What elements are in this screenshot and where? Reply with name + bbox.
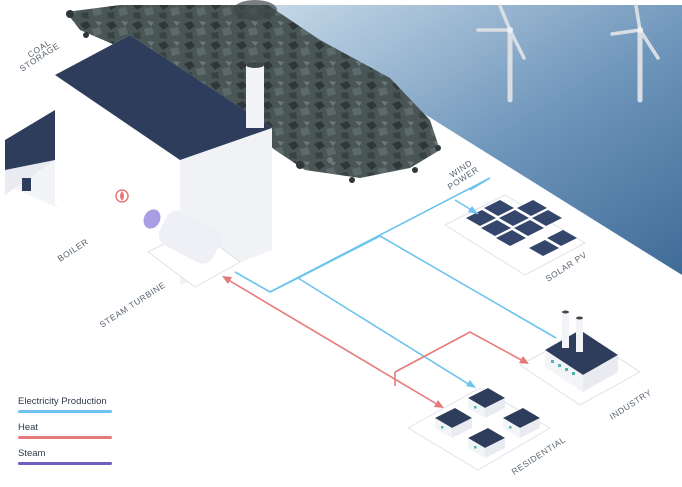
residential-houses [407,387,551,471]
arrow-heat-industry [519,356,529,364]
arrow-electric-residential [466,380,476,388]
arrow-heat-residential [434,400,444,408]
legend-swatch [18,410,112,413]
electricity-lines [234,177,557,386]
industry-building [519,310,641,406]
solar-array [443,194,587,276]
flame-icon [115,189,129,203]
smoke [233,0,277,20]
arrow-heat-turbine [222,276,232,284]
heat-lines [224,277,526,407]
legend-item-electricity: Electricity Production [18,396,148,413]
legend-item-steam: Steam [18,448,148,465]
legend-item-heat: Heat [18,422,148,439]
legend-label: Steam [18,448,46,459]
wind-turbine [610,4,660,103]
legend-swatch [18,436,112,439]
arrow-electric-solar [468,206,478,214]
legend-swatch [18,462,112,465]
legend-label: Heat [18,422,39,433]
power-plant [5,35,272,285]
legend: Electricity Production Heat Steam [18,396,148,474]
steam-turbine [143,209,241,288]
wind-turbine [476,4,526,103]
legend-label: Electricity Production [18,396,107,407]
